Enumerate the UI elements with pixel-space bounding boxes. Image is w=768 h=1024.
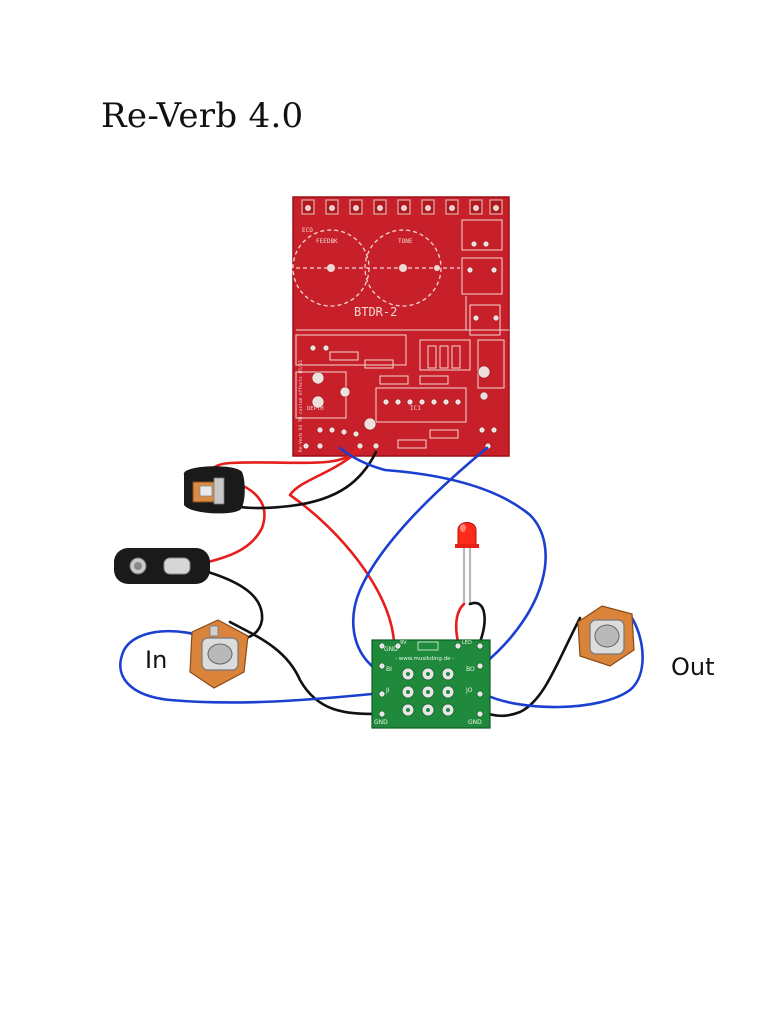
switch-pad-bi: BI — [386, 666, 392, 673]
output-jack-label: Out — [671, 653, 715, 681]
wire-black-led — [468, 601, 486, 644]
wires — [119, 446, 644, 718]
pcb-label-ic1: IC1 — [410, 405, 421, 412]
pcb-name: BTDR-2 — [354, 305, 397, 319]
switch-pad-bo: BO — [466, 666, 475, 673]
wire-blue-switchjo-to-outjack — [482, 616, 644, 709]
wire-black-battery-to-injack — [206, 570, 264, 640]
switch-url: - www.musikding.de - — [395, 656, 454, 662]
pcb-label-depth: DEPTH — [307, 406, 324, 412]
pcb-label-eco: ECO — [302, 227, 313, 234]
switch-pad-gnd-top: GND — [384, 646, 398, 653]
switch-pad-9v: 9V — [400, 640, 407, 646]
wire-black-injack-to-switchgnd — [228, 620, 380, 716]
wire-blue-pcb2-to-switch — [351, 446, 489, 668]
switch-pad-gnd-right: GND — [468, 719, 482, 726]
pcb-board: ECO FEEDBK TONE BTDR-2 DEPTH IC1 Re-Verb… — [292, 196, 510, 457]
switch-pad-jo: JO — [465, 687, 473, 694]
led-icon — [455, 522, 479, 548]
wire-blue-pcb-to-switch — [338, 446, 547, 666]
pcb-label-tone: TONE — [398, 238, 413, 245]
wire-red-led — [454, 602, 466, 644]
audio-jack-output-icon — [577, 605, 635, 667]
dc-jack-icon — [183, 466, 245, 514]
switch-pad-ji: JI — [385, 687, 390, 694]
wire-black-outjack-to-switchgnd — [480, 616, 582, 718]
wire-blue-injack-to-switchji — [119, 629, 374, 704]
battery-clip-icon — [114, 548, 210, 584]
pcb-label-feedbk: FEEDBK — [316, 238, 338, 245]
switch-board: GND 9V LED - www.musikding.de - BI BO JI… — [371, 639, 491, 729]
switch-pad-led: LED — [462, 640, 472, 646]
input-jack-label: In — [145, 646, 168, 674]
audio-jack-input-icon — [189, 619, 249, 689]
switch-pad-gnd-left: GND — [374, 719, 388, 726]
page-title: Re-Verb 4.0 — [101, 96, 304, 136]
pcb-side-text: Re-Verb V4 TH custom effects 05/21 — [298, 360, 304, 452]
wire-red-pcb-to-switch9v — [288, 448, 396, 644]
